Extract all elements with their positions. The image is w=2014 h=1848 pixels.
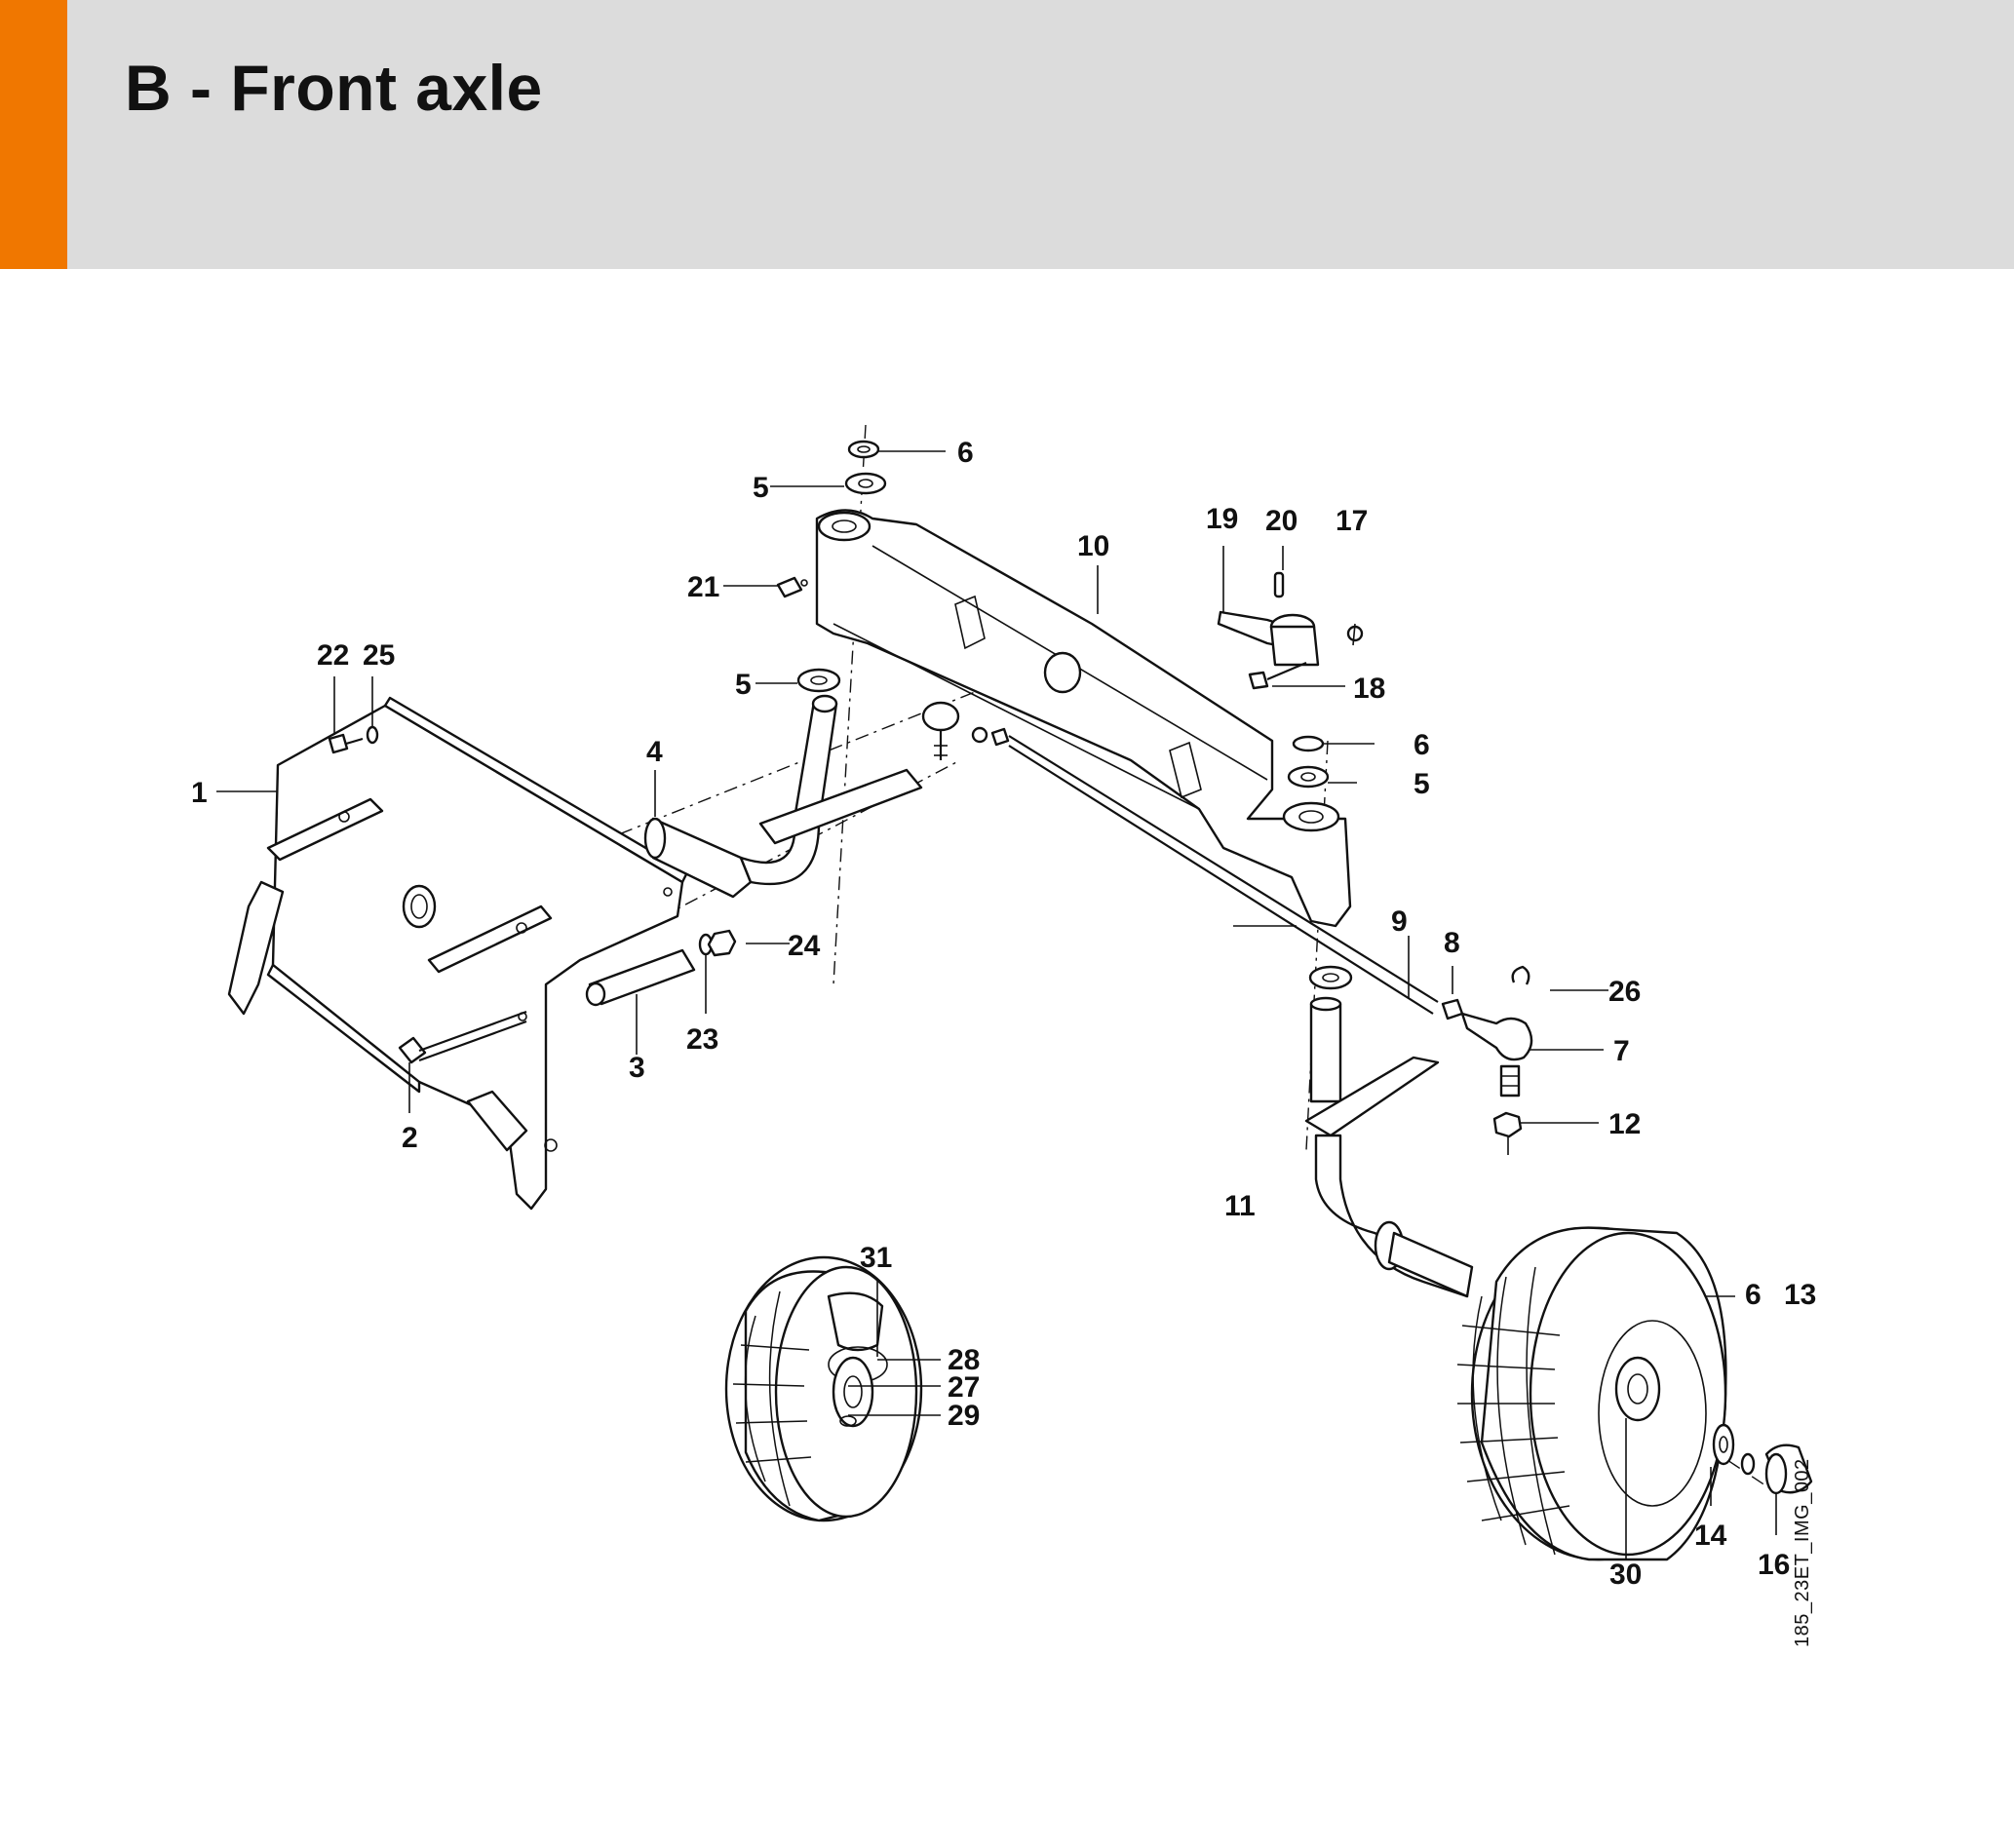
- callout-labels: 1 2 3 4 5 5 5 6 6 6 7 8 9 10 11 12 13 14…: [191, 437, 1816, 1591]
- right-tie-rod-end: [1441, 965, 1533, 1155]
- left-steering-spindle: [643, 694, 923, 899]
- callout-22: 22: [317, 639, 349, 672]
- callout-5-top: 5: [753, 472, 769, 504]
- header-bar: B - Front axle: [0, 0, 2014, 269]
- top-washers: [796, 440, 887, 693]
- washer-and-nut: [698, 929, 737, 957]
- front-axle-beam: [815, 509, 1352, 928]
- callout-13: 13: [1784, 1279, 1816, 1311]
- callout-28: 28: [948, 1344, 980, 1376]
- right-steering-spindle: [1304, 996, 1474, 1298]
- callout-3: 3: [629, 1052, 645, 1084]
- callout-11: 11: [1224, 1190, 1256, 1222]
- callout-18: 18: [1353, 673, 1385, 705]
- leader-lines: [216, 450, 1777, 1559]
- callout-10: 10: [1077, 530, 1109, 562]
- page-title: B - Front axle: [125, 52, 543, 124]
- callout-7: 7: [1613, 1035, 1630, 1067]
- callout-6-hub: 6: [1745, 1279, 1762, 1311]
- callout-1: 1: [191, 777, 208, 809]
- callout-4: 4: [646, 736, 663, 768]
- callout-17: 17: [1336, 505, 1368, 537]
- callout-25: 25: [363, 639, 395, 672]
- callout-24: 24: [788, 930, 821, 962]
- callout-23: 23: [686, 1023, 718, 1056]
- image-reference-id: 185_23ET_IMG_002: [1792, 1458, 1813, 1647]
- callout-16: 16: [1758, 1549, 1790, 1581]
- callout-2: 2: [402, 1122, 418, 1154]
- hub-hardware: [1712, 1423, 1813, 1495]
- callout-20: 20: [1265, 505, 1297, 537]
- callout-5-mid: 5: [735, 669, 752, 701]
- header-accent-stripe: [0, 0, 67, 269]
- callout-5-right: 5: [1414, 768, 1430, 800]
- right-wheel: [1456, 1226, 1727, 1561]
- callout-29: 29: [948, 1400, 980, 1432]
- spacer-sleeve: [585, 948, 696, 1007]
- bracket-bolt-and-washer: [328, 725, 379, 754]
- callout-9: 9: [1391, 905, 1408, 938]
- grease-nipple: [776, 576, 808, 598]
- callout-14: 14: [1694, 1520, 1727, 1552]
- callout-19: 19: [1206, 503, 1238, 535]
- callout-21: 21: [687, 571, 719, 603]
- callout-6-right: 6: [1414, 729, 1430, 761]
- tie-rod-assembly: [921, 701, 1439, 1015]
- pivot-bolt: [398, 1010, 527, 1064]
- callout-27: 27: [948, 1371, 980, 1404]
- callout-26: 26: [1608, 976, 1641, 1008]
- callout-8: 8: [1444, 927, 1460, 959]
- front-bracket-plate: [227, 696, 689, 1211]
- steering-arm-set: [1217, 571, 1364, 690]
- callout-31: 31: [860, 1242, 892, 1274]
- right-washers: [1287, 735, 1353, 990]
- exploded-parts-diagram: 1 2 3 4 5 5 5 6 6 6 7 8 9 10 11 12 13 14…: [191, 424, 1816, 1591]
- callout-6-top: 6: [957, 437, 974, 469]
- alternate-wheel: [724, 1255, 923, 1522]
- callout-30: 30: [1609, 1559, 1642, 1591]
- callout-12: 12: [1608, 1108, 1641, 1140]
